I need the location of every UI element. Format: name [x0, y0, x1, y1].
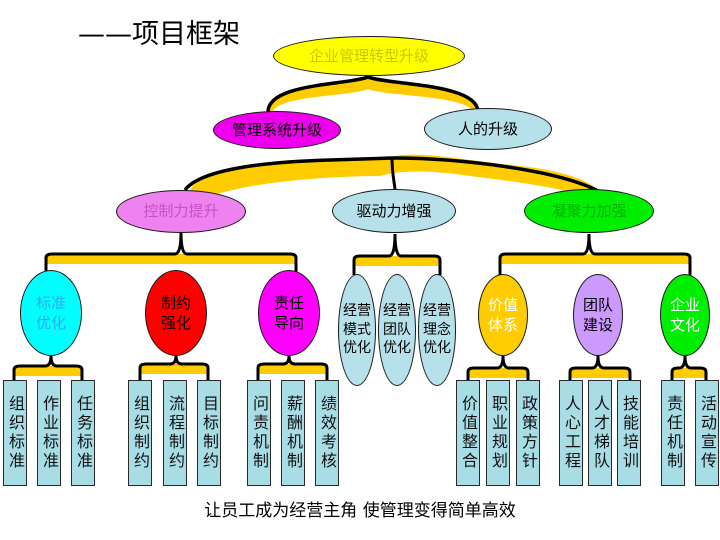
node-business-model-optimization: 经营 模式 优化	[338, 274, 376, 386]
leaf-box-10: 价值整合	[456, 380, 480, 486]
node-management-system-upgrade: 管理系统升级	[213, 111, 341, 149]
brace-level1-right-line	[391, 156, 601, 194]
brace-standard-line	[12, 355, 84, 380]
node-constraint-strengthening: 制约 强化	[145, 270, 207, 356]
node-responsibility-orientation-label: 责任 导向	[273, 293, 304, 332]
node-standard-optimization-label: 标准 优化	[35, 293, 66, 332]
brace-drive-band	[354, 256, 440, 266]
brace-level1-left-line	[183, 156, 393, 192]
brace-value-line	[466, 355, 530, 384]
node-standard-optimization: 标准 优化	[20, 270, 82, 356]
node-team-building: 团队 建设	[573, 274, 623, 356]
node-drive-enhancement: 驱动力增强	[332, 189, 456, 233]
leaf-box-12: 政策方针	[516, 380, 540, 486]
node-control-improvement: 控制力提升	[116, 190, 246, 233]
brace-constraint-band	[140, 364, 208, 374]
leaf-box-3: 任务标准	[71, 380, 95, 486]
leaf-box-17: 活动宣传	[695, 380, 719, 486]
leaf-box-4: 组织制约	[128, 380, 152, 486]
node-business-model-optimization-label: 经营 模式 优化	[343, 302, 371, 357]
node-corporate-culture: 企业 文化	[660, 274, 710, 356]
node-people-upgrade: 人的升级	[424, 108, 552, 150]
page-title: ——项目框架	[78, 19, 240, 50]
leaf-box-6: 目标制约	[197, 380, 221, 486]
leaf-box-13: 人心工程	[559, 380, 583, 486]
node-business-team-optimization: 经营 团队 优化	[378, 274, 416, 386]
brace-cohesion-line	[498, 233, 692, 276]
node-business-philosophy-optimization: 经营 理念 优化	[418, 274, 456, 386]
node-cohesion-strengthening: 凝聚力加强	[524, 189, 654, 233]
leaf-box-16: 责任机制	[661, 380, 685, 486]
brace-responsibility-band	[258, 364, 327, 374]
brace-team-line	[568, 355, 632, 384]
node-constraint-strengthening-label: 制约 强化	[160, 293, 191, 332]
node-enterprise-upgrade: 企业管理转型升级	[273, 36, 465, 76]
brace-control-line	[44, 232, 298, 275]
node-value-system-label: 价值 体系	[487, 295, 518, 334]
brace-control-band	[46, 254, 296, 264]
brace-team-band	[570, 368, 630, 378]
brace-constraint-line	[138, 355, 210, 380]
brace-culture-line	[670, 355, 708, 384]
leaf-box-1: 组织标准	[3, 380, 27, 486]
brace-responsibility-line	[256, 355, 329, 380]
brace-root-line	[266, 75, 480, 113]
leaf-box-2: 作业标准	[37, 380, 61, 486]
leaf-box-7: 问责机制	[247, 380, 271, 486]
node-business-team-optimization-label: 经营 团队 优化	[383, 302, 411, 357]
leaf-box-15: 技能培训	[617, 380, 641, 486]
node-team-building-label: 团队 建设	[582, 295, 613, 334]
leaf-box-5: 流程制约	[163, 380, 187, 486]
leaf-box-9: 绩效考核	[315, 380, 339, 486]
brace-standard-band	[14, 366, 82, 376]
brace-drive-line	[352, 233, 442, 275]
brace-root-band	[268, 77, 478, 114]
node-responsibility-orientation: 责任 导向	[258, 270, 320, 356]
node-value-system: 价值 体系	[478, 274, 528, 356]
brace-value-band	[468, 368, 528, 378]
leaf-box-11: 职业规划	[486, 380, 510, 486]
node-business-philosophy-optimization-label: 经营 理念 优化	[423, 302, 451, 357]
leaf-box-14: 人才梯队	[588, 380, 612, 486]
brace-cohesion-band	[500, 254, 690, 264]
node-corporate-culture-label: 企业 文化	[669, 295, 700, 334]
leaf-box-8: 薪酬机制	[281, 380, 305, 486]
brace-culture-band	[672, 368, 706, 378]
slogan: 让员工成为经营主角 使管理变得简单高效	[204, 501, 516, 521]
